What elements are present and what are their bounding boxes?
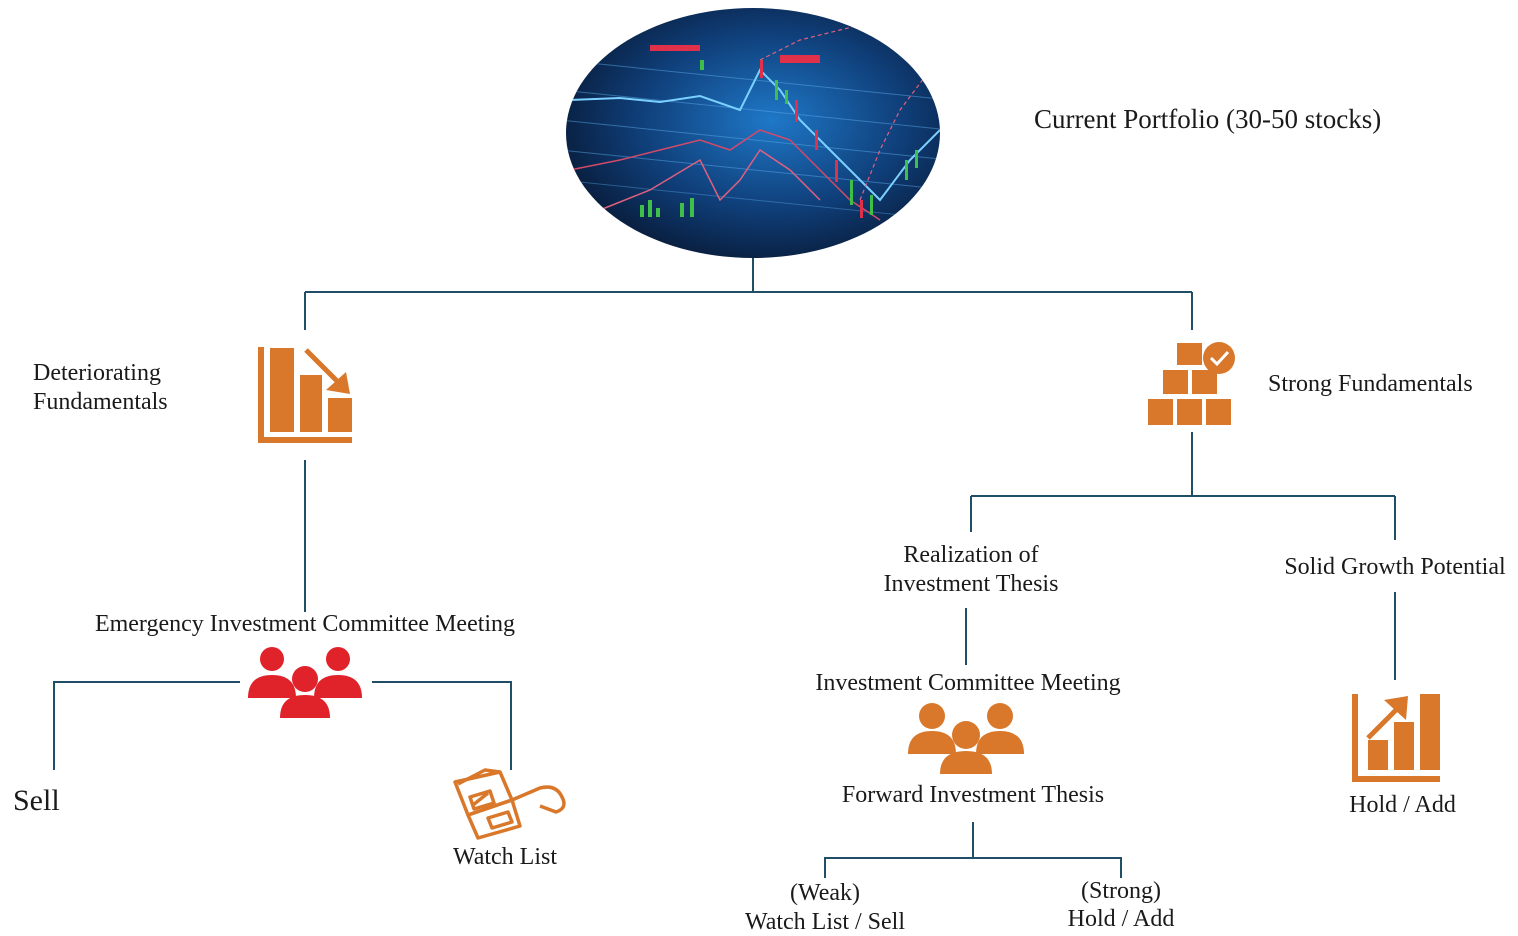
weak-label-line1: (Weak) [789, 880, 861, 906]
page-title: Current Portfolio (30-50 stocks) [1034, 104, 1382, 134]
rising-bar-chart-icon [1352, 694, 1440, 782]
emergency-meeting-label: Emergency Investment Committee Meeting [94, 611, 516, 637]
stacked-boxes-check-icon [1148, 342, 1235, 425]
hold-add-label: Hold / Add [1349, 792, 1456, 818]
strong-label-line1: (Strong) [1081, 878, 1161, 904]
3d-glasses-icon [453, 768, 566, 840]
deteriorating-heading-line2: Fundamentals [33, 389, 168, 415]
forward-thesis-label: Forward Investment Thesis [841, 782, 1105, 808]
strong-heading: Strong Fundamentals [1268, 371, 1473, 397]
connector-lines [53, 258, 1396, 878]
red-people-group-icon [248, 647, 362, 718]
realization-line1: Realization of [903, 542, 1039, 568]
stock-chart-image [566, 8, 940, 258]
watch-list-label: Watch List [452, 844, 558, 870]
growth-label: Solid Growth Potential [1284, 554, 1506, 580]
weak-label-line2: Watch List / Sell [744, 909, 906, 935]
deteriorating-heading-line1: Deteriorating [33, 360, 161, 386]
committee-meeting-label: Investment Committee Meeting [815, 670, 1121, 696]
declining-bar-chart-icon [258, 347, 352, 443]
orange-people-group-icon [908, 703, 1024, 774]
realization-line2: Investment Thesis [883, 571, 1059, 597]
strong-label-line2: Hold / Add [1067, 906, 1175, 932]
sell-label: Sell [13, 784, 60, 817]
